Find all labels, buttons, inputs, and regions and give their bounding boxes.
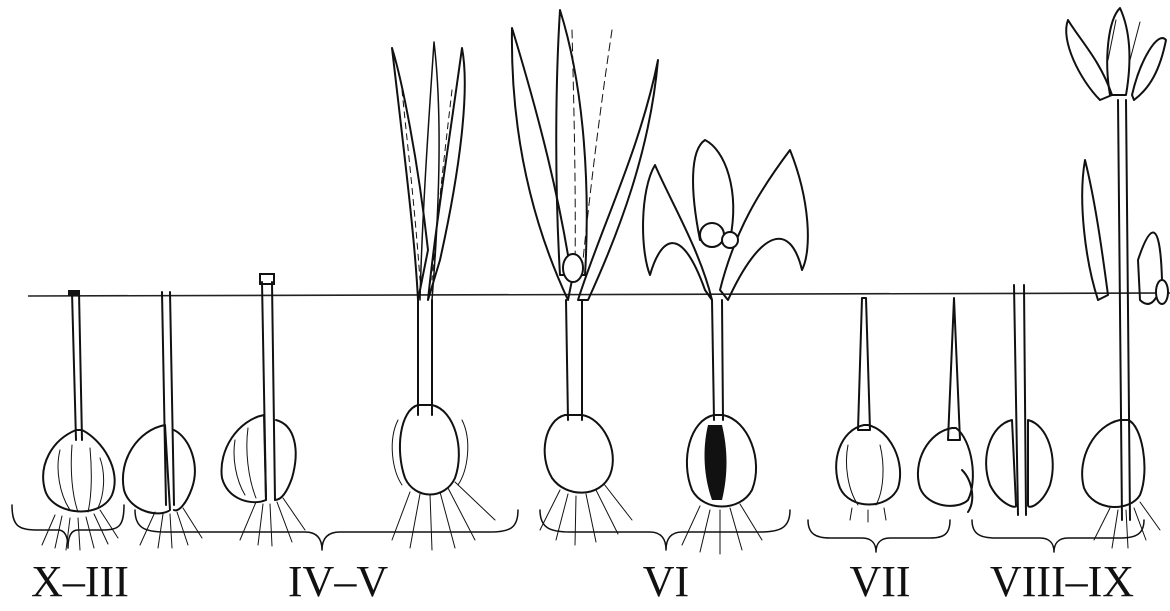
brace-iv-v <box>135 510 518 550</box>
flowering-leaf-plant <box>643 140 808 554</box>
phase-label-vi: VI <box>643 560 689 604</box>
sprouting-plant <box>392 42 495 550</box>
phase-label-iv-v: IV–V <box>288 560 388 604</box>
brace-vi <box>540 510 790 550</box>
corm-1 <box>42 290 118 550</box>
corm-9 <box>986 285 1053 515</box>
phase-label-viii-ix: VIII–IX <box>990 560 1134 604</box>
phase-label-vii: VII <box>849 560 910 604</box>
leafy-plant <box>512 10 658 545</box>
brace-vii <box>808 520 950 552</box>
soil-surface-line <box>28 293 1170 296</box>
flowering-plant <box>1066 8 1168 548</box>
phase-label-x-iii: X–III <box>31 560 129 604</box>
corm-3 <box>221 274 305 546</box>
brace-viii-ix <box>972 520 1144 552</box>
corm-8 <box>918 298 973 512</box>
corm-7 <box>836 298 900 522</box>
